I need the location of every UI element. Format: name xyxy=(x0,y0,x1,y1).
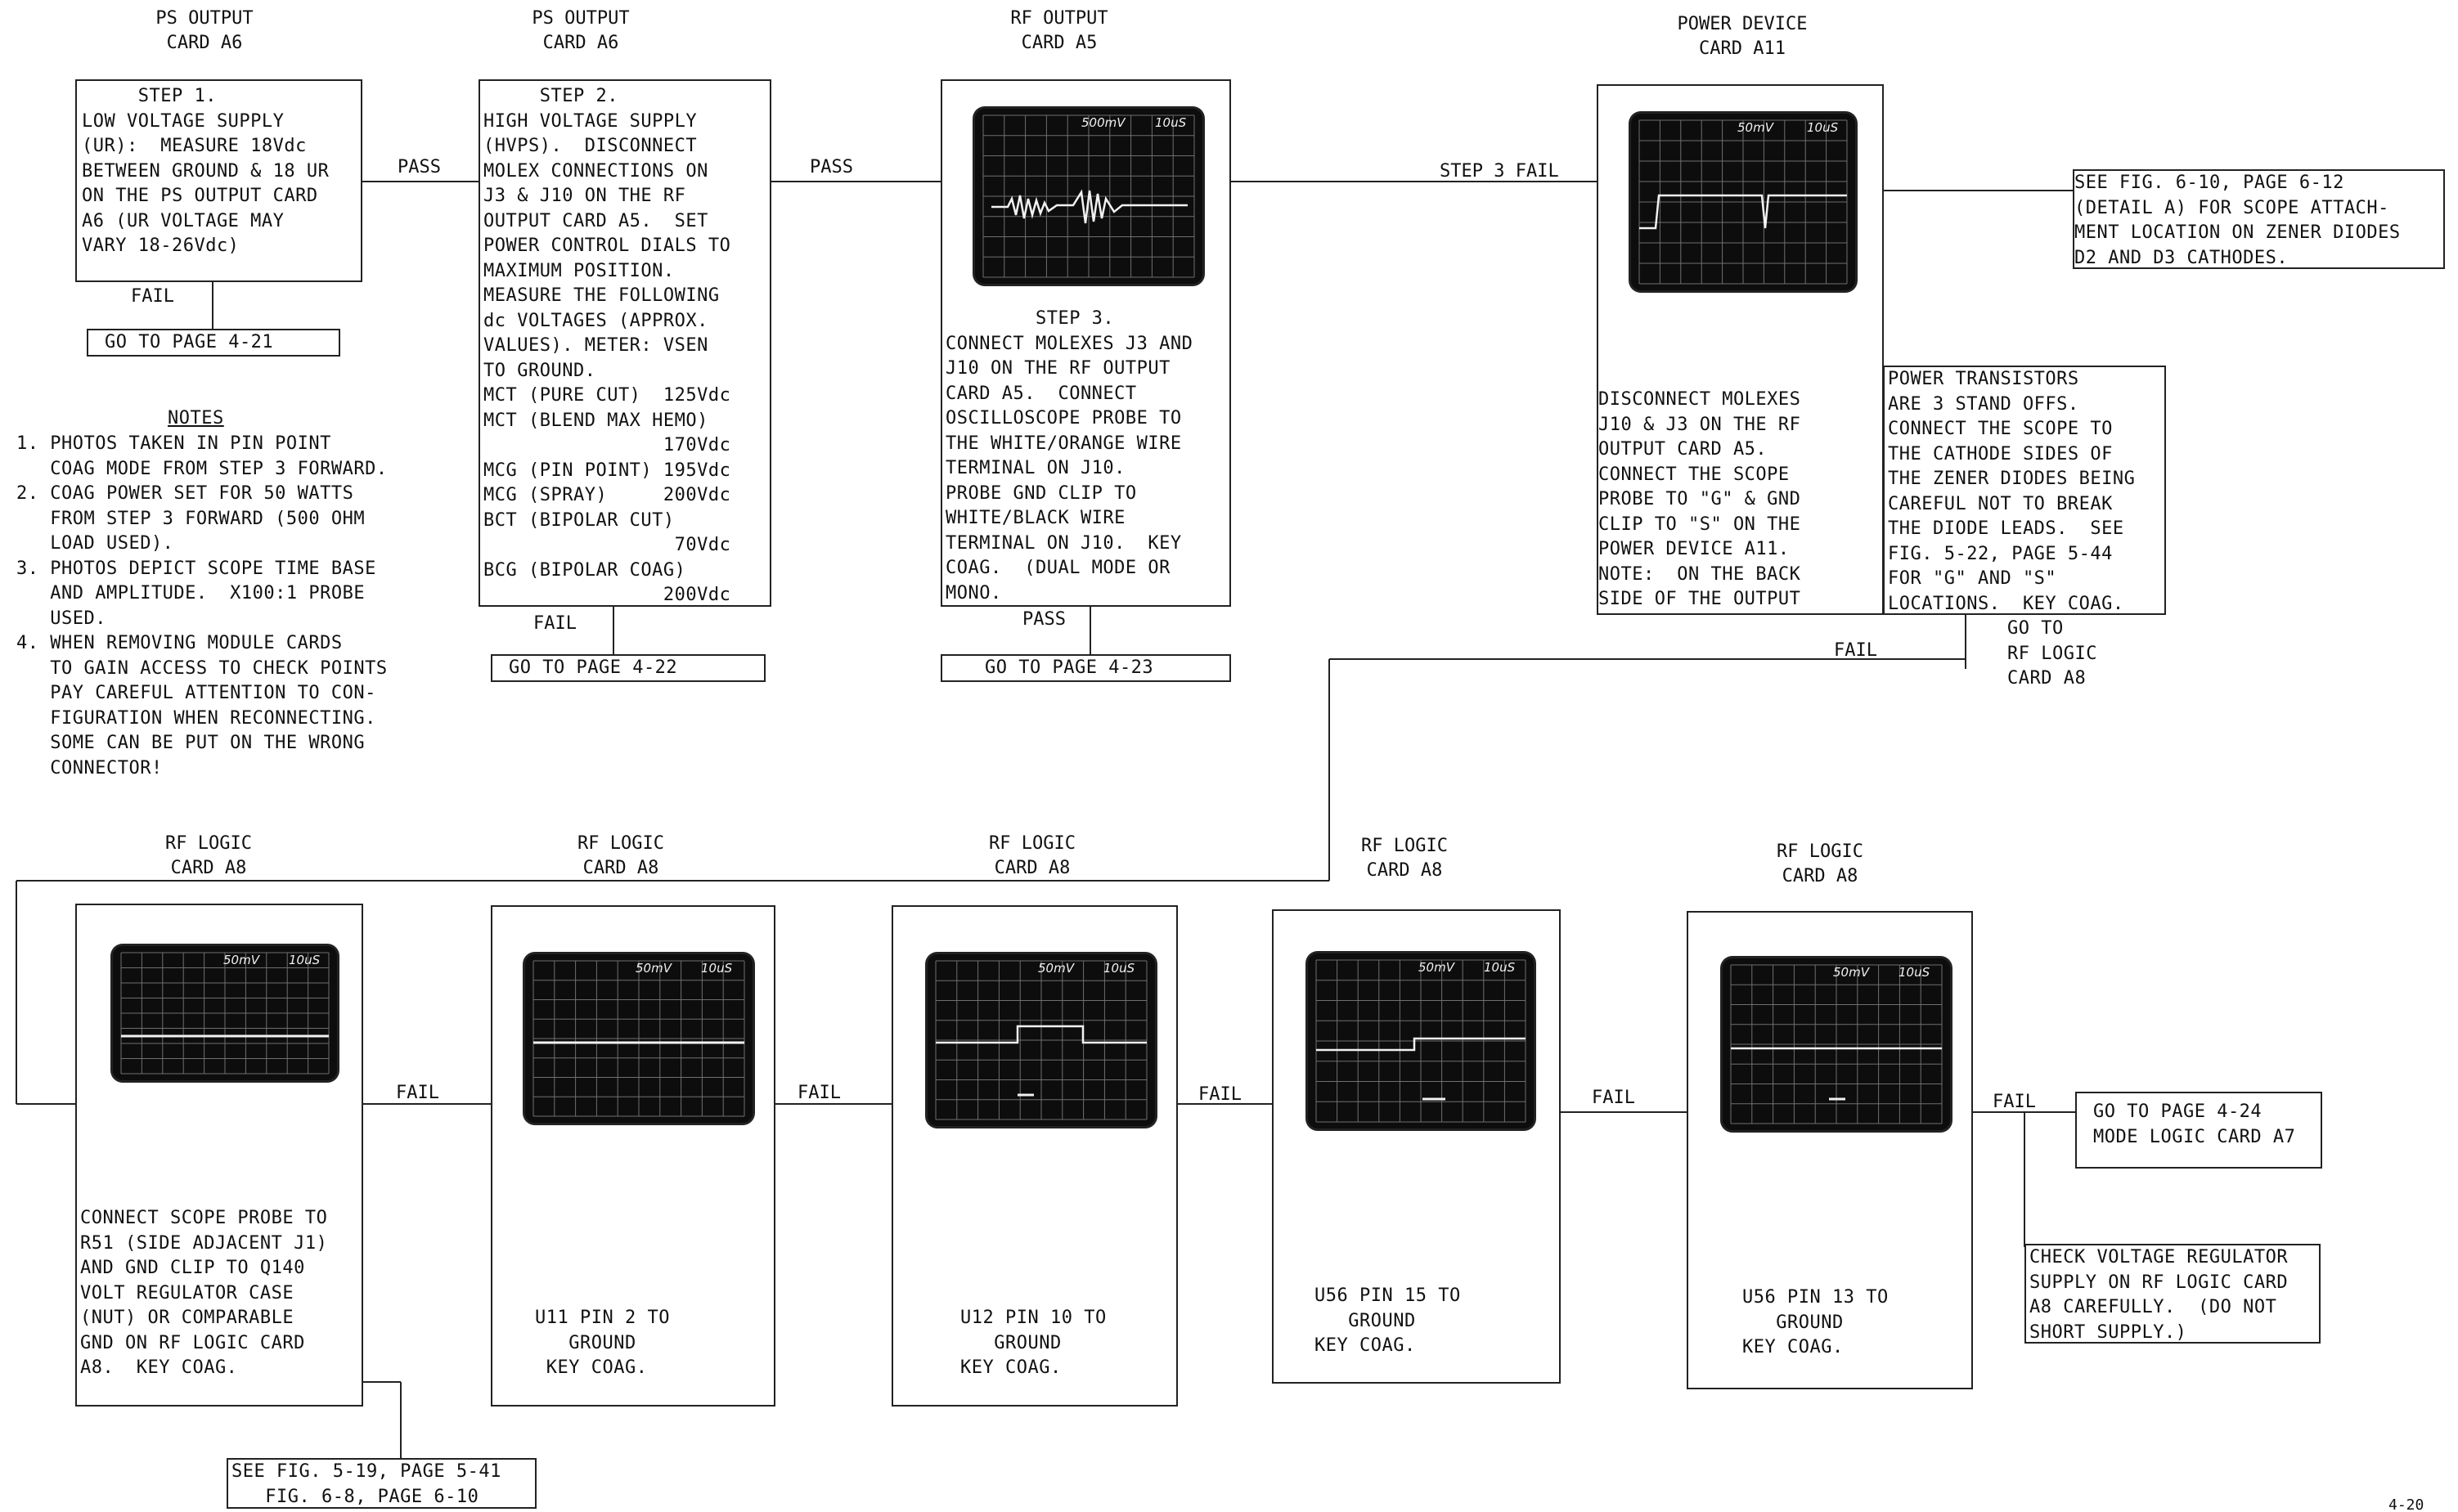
see-fig-5-19-box: SEE FIG. 5-19, PAGE 5-41 FIG. 6-8, PAGE … xyxy=(227,1458,537,1509)
scope-logic-1-volts: 50mV xyxy=(223,953,259,967)
page-number: 4-20 xyxy=(2388,1496,2424,1512)
header-rf-logic-3: RF LOGIC CARD A8 xyxy=(959,832,1106,881)
see-fig-6-10-box: SEE FIG. 6-10, PAGE 6-12 (DETAIL A) FOR … xyxy=(2073,169,2445,269)
step-1-fail-label: FAIL xyxy=(131,286,174,307)
scope-logic-2: 50mV 10uS xyxy=(525,954,753,1123)
logic-4-fail-label: FAIL xyxy=(1592,1088,1635,1109)
scope-logic-5-time: 10uS xyxy=(1899,965,1930,980)
rf-logic-1-box: 50mV 10uS CONNECT SCOPE PROBE TO R51 (SI… xyxy=(75,904,363,1407)
scope-logic-1-time: 10uS xyxy=(289,953,320,967)
scope-logic-3-time: 10uS xyxy=(1103,961,1135,976)
notes-title: NOTES xyxy=(168,406,224,432)
scope-logic-3-volts: 50mV xyxy=(1038,961,1074,976)
rf-logic-5-text: U56 PIN 13 TO GROUND KEY COAG. xyxy=(1742,1285,1889,1361)
scope-logic-3: 50mV 10uS xyxy=(928,954,1155,1126)
go-to-rf-logic-text: GO TO RF LOGIC CARD A8 xyxy=(2007,617,2097,692)
scope-logic-5-volts: 50mV xyxy=(1833,965,1869,980)
rf-logic-4-box: 50mV 10uS U56 PIN 15 TO GROUND KEY COAG. xyxy=(1272,909,1561,1384)
step-2-text: STEP 2. HIGH VOLTAGE SUPPLY (HVPS). DISC… xyxy=(483,84,730,608)
goto-4-22-text: GO TO PAGE 4-22 xyxy=(509,656,677,681)
scope-power-device-volts: 50mV xyxy=(1737,120,1773,135)
rf-logic-2-text: U11 PIN 2 TO GROUND KEY COAG. xyxy=(535,1306,670,1381)
scope-rf-output-volts: 500mV xyxy=(1081,115,1126,130)
see-fig-6-10-text: SEE FIG. 6-10, PAGE 6-12 (DETAIL A) FOR … xyxy=(2074,171,2401,271)
goto-4-21-text: GO TO PAGE 4-21 xyxy=(105,330,273,356)
step-2-fail-label: FAIL xyxy=(533,613,577,635)
rf-logic-3-text: U12 PIN 10 TO GROUND KEY COAG. xyxy=(960,1306,1107,1381)
goto-4-21-box: GO TO PAGE 4-21 xyxy=(87,329,340,357)
rf-logic-1-text: CONNECT SCOPE PROBE TO R51 (SIDE ADJACEN… xyxy=(80,1206,327,1381)
header-ps-output-2: PS OUTPUT CARD A6 xyxy=(507,7,654,56)
step-3-text: STEP 3. CONNECT MOLEXES J3 AND J10 ON TH… xyxy=(946,307,1193,606)
power-device-box: 50mV 10uS DISCONNECT MOLEXES J10 & J3 ON… xyxy=(1597,84,1884,615)
note-2: 2. COAG POWER SET FOR 50 WATTS FROM STEP… xyxy=(16,482,388,557)
header-rf-logic-2: RF LOGIC CARD A8 xyxy=(547,832,694,881)
header-ps-output-1: PS OUTPUT CARD A6 xyxy=(131,7,278,56)
header-rf-output: RF OUTPUT CARD A5 xyxy=(986,7,1133,56)
header-power-device: POWER DEVICE CARD A11 xyxy=(1644,12,1840,61)
goto-4-23-box: GO TO PAGE 4-23 xyxy=(941,654,1231,682)
header-rf-logic-1: RF LOGIC CARD A8 xyxy=(135,832,282,881)
step-1-box: STEP 1. LOW VOLTAGE SUPPLY (UR): MEASURE… xyxy=(75,79,362,282)
scope-logic-4: 50mV 10uS xyxy=(1308,953,1534,1128)
power-device-fail-label: FAIL xyxy=(1834,640,1877,662)
goto-4-24-box: GO TO PAGE 4-24 MODE LOGIC CARD A7 xyxy=(2075,1092,2322,1169)
rf-logic-2-box: 50mV 10uS U11 PIN 2 TO GROUND KEY COAG. xyxy=(491,905,775,1407)
logic-2-fail-label: FAIL xyxy=(798,1083,841,1104)
note-3: 3. PHOTOS DEPICT SCOPE TIME BASE AND AMP… xyxy=(16,557,388,632)
step-2-pass-label: PASS xyxy=(810,157,853,178)
scope-logic-4-volts: 50mV xyxy=(1418,960,1454,975)
step-1-text: STEP 1. LOW VOLTAGE SUPPLY (UR): MEASURE… xyxy=(82,84,329,259)
scope-logic-5: 50mV 10uS xyxy=(1723,958,1950,1130)
power-device-text: DISCONNECT MOLEXES J10 & J3 ON THE RF OU… xyxy=(1598,388,1800,612)
scope-logic-1: 50mV 10uS xyxy=(113,946,337,1080)
scope-logic-2-time: 10uS xyxy=(701,961,732,976)
check-regulator-box: CHECK VOLTAGE REGULATOR SUPPLY ON RF LOG… xyxy=(2024,1244,2321,1344)
step-3-pass-label: PASS xyxy=(1022,609,1066,630)
goto-4-24-text: GO TO PAGE 4-24 MODE LOGIC CARD A7 xyxy=(2093,1100,2295,1150)
rf-logic-5-box: 50mV 10uS U56 PIN 13 TO GROUND KEY COAG. xyxy=(1687,911,1973,1389)
header-rf-logic-4: RF LOGIC CARD A8 xyxy=(1331,834,1478,883)
step-1-pass-label: PASS xyxy=(398,157,441,178)
rf-logic-4-text: U56 PIN 15 TO GROUND KEY COAG. xyxy=(1314,1284,1461,1359)
rf-logic-3-box: 50mV 10uS U12 PIN 10 TO GROUND KEY COAG. xyxy=(892,905,1178,1407)
step-3-box: 500mV 10uS STEP 3. CONNECT MOLEXES J3 AN… xyxy=(941,79,1231,607)
goto-4-23-text: GO TO PAGE 4-23 xyxy=(985,656,1153,681)
step-2-box: STEP 2. HIGH VOLTAGE SUPPLY (HVPS). DISC… xyxy=(479,79,771,607)
notes-list: 1. PHOTOS TAKEN IN PIN POINT COAG MODE F… xyxy=(16,432,388,781)
scope-power-device: 50mV 10uS xyxy=(1631,114,1855,290)
scope-logic-2-volts: 50mV xyxy=(636,961,672,976)
scope-rf-output-time: 10uS xyxy=(1155,115,1186,130)
logic-1-fail-label: FAIL xyxy=(396,1083,439,1104)
logic-3-fail-label: FAIL xyxy=(1198,1084,1242,1106)
scope-power-device-time: 10uS xyxy=(1807,120,1838,135)
note-1: 1. PHOTOS TAKEN IN PIN POINT COAG MODE F… xyxy=(16,432,388,482)
power-transistors-box: POWER TRANSISTORS ARE 3 STAND OFFS. CONN… xyxy=(1883,366,2166,615)
check-regulator-text: CHECK VOLTAGE REGULATOR SUPPLY ON RF LOG… xyxy=(2029,1245,2288,1345)
goto-4-22-box: GO TO PAGE 4-22 xyxy=(491,654,766,682)
logic-5-fail-label: FAIL xyxy=(1993,1092,2036,1113)
step-3-fail-label: STEP 3 FAIL xyxy=(1440,161,1559,182)
power-transistors-text: POWER TRANSISTORS ARE 3 STAND OFFS. CONN… xyxy=(1888,367,2135,617)
header-rf-logic-5: RF LOGIC CARD A8 xyxy=(1746,840,1894,889)
scope-rf-output: 500mV 10uS xyxy=(975,109,1202,284)
note-4: 4. WHEN REMOVING MODULE CARDS TO GAIN AC… xyxy=(16,631,388,781)
see-fig-5-19-text: SEE FIG. 5-19, PAGE 5-41 FIG. 6-8, PAGE … xyxy=(231,1460,501,1510)
scope-logic-4-time: 10uS xyxy=(1484,960,1515,975)
